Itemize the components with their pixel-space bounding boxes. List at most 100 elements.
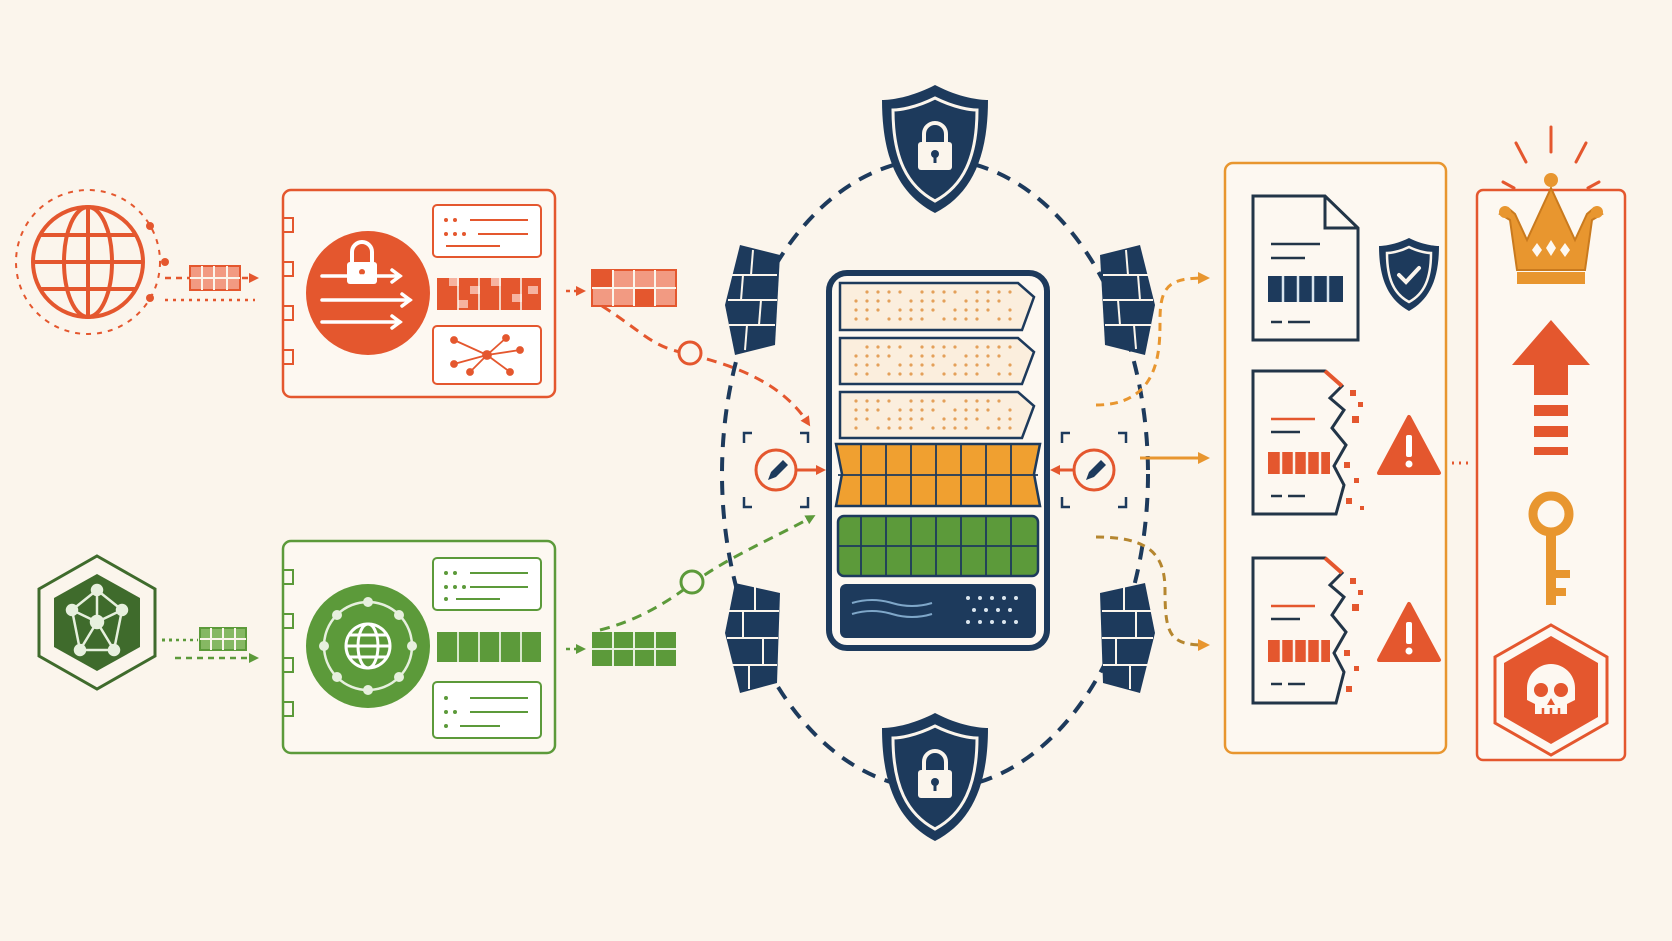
- data-dot: [1008, 345, 1012, 349]
- data-dot: [898, 417, 902, 421]
- data-dot: [942, 372, 946, 376]
- data-dot: [997, 299, 1001, 303]
- data-dot: [865, 299, 869, 303]
- data-dot: [975, 408, 979, 412]
- data-dot: [865, 345, 869, 349]
- data-dot: [1008, 363, 1012, 367]
- data-dot: [887, 317, 891, 321]
- key-icon: [1528, 491, 1574, 605]
- packet-small-bottom: [162, 627, 259, 663]
- processor-card-top: [281, 188, 557, 399]
- data-dot: [920, 363, 924, 367]
- warning-icon: [1377, 415, 1441, 475]
- packet-large-top: [566, 269, 811, 427]
- data-dot: [975, 299, 979, 303]
- data-dot: [964, 426, 968, 430]
- data-dot: [920, 354, 924, 358]
- data-dot: [964, 299, 968, 303]
- data-dot: [986, 399, 990, 403]
- data-dot: [865, 408, 869, 412]
- data-dot: [986, 345, 990, 349]
- clean-data-layer: [838, 281, 1036, 440]
- brick-wall-group: [725, 245, 1155, 693]
- data-dot: [854, 408, 858, 412]
- data-dot: [931, 408, 935, 412]
- poisoned-data-band: [834, 442, 1042, 508]
- data-dot: [887, 417, 891, 421]
- document-icon: [1251, 194, 1360, 342]
- data-dot: [854, 372, 858, 376]
- data-dot: [986, 308, 990, 312]
- data-dot: [920, 299, 924, 303]
- skull-icon: [1493, 623, 1609, 757]
- shield-lock-icon: [882, 85, 988, 213]
- storage-base-panel: [840, 584, 1036, 638]
- data-dot: [975, 345, 979, 349]
- data-dot: [854, 308, 858, 312]
- data-dot: [975, 308, 979, 312]
- packet-small-top: [165, 265, 259, 302]
- data-dot: [876, 363, 880, 367]
- data-dot: [975, 290, 979, 294]
- data-dot: [997, 345, 1001, 349]
- data-dot: [920, 408, 924, 412]
- data-dot: [909, 299, 913, 303]
- network-node-icon: [65, 583, 129, 657]
- data-dot: [986, 290, 990, 294]
- data-dot: [898, 363, 902, 367]
- data-dot: [909, 372, 913, 376]
- data-dot: [1008, 417, 1012, 421]
- globe-icon: [31, 205, 145, 319]
- data-dot: [953, 408, 957, 412]
- data-dot: [1008, 317, 1012, 321]
- data-dot: [898, 317, 902, 321]
- data-dot: [942, 345, 946, 349]
- data-dot: [975, 399, 979, 403]
- data-dot: [986, 299, 990, 303]
- central-data-store: [826, 270, 1050, 651]
- data-dot: [909, 417, 913, 421]
- data-dot: [865, 399, 869, 403]
- data-dot: [942, 399, 946, 403]
- data-dot: [854, 299, 858, 303]
- data-dot: [865, 354, 869, 358]
- data-dot: [1008, 426, 1012, 430]
- data-dot: [964, 317, 968, 321]
- injector-right: [1050, 431, 1128, 509]
- processor-card-bottom: [281, 539, 557, 755]
- broken-document-icon: [1251, 556, 1363, 705]
- data-dot: [887, 290, 891, 294]
- data-dot: [997, 417, 1001, 421]
- data-dot: [997, 354, 1001, 358]
- packet-large-bottom: [566, 515, 816, 666]
- lock-icon: [347, 240, 377, 284]
- data-dot: [975, 354, 979, 358]
- globe-icon: [344, 622, 392, 670]
- data-dot: [876, 354, 880, 358]
- injector-left: [742, 431, 826, 509]
- data-dot: [997, 399, 1001, 403]
- data-dot: [887, 426, 891, 430]
- data-dot: [887, 399, 891, 403]
- data-dot: [953, 363, 957, 367]
- data-dot: [909, 354, 913, 358]
- data-dot: [975, 417, 979, 421]
- data-dot: [953, 417, 957, 421]
- data-dot: [898, 345, 902, 349]
- data-dot: [986, 408, 990, 412]
- data-dot: [942, 299, 946, 303]
- data-dot: [854, 354, 858, 358]
- data-dot: [865, 290, 869, 294]
- data-dot: [986, 354, 990, 358]
- warning-icon: [1377, 602, 1441, 662]
- data-dot: [942, 426, 946, 430]
- data-dot: [887, 299, 891, 303]
- data-dot: [931, 426, 935, 430]
- data-dot: [854, 317, 858, 321]
- data-dot: [887, 345, 891, 349]
- source-globe-group: [15, 189, 169, 335]
- data-dot: [909, 363, 913, 367]
- data-dot: [931, 299, 935, 303]
- data-dot: [854, 417, 858, 421]
- data-dot: [1008, 408, 1012, 412]
